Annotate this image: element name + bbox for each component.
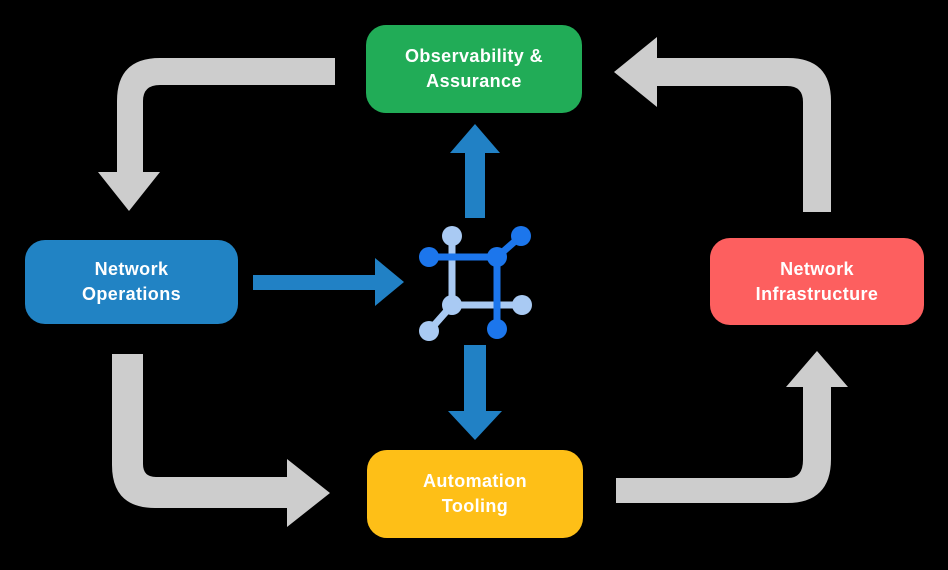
flow-arrow-platform-to-observability: [450, 124, 500, 218]
cycle-arrow-operations-to-automation: [112, 354, 330, 527]
flow-arrow-operations-to-platform: [253, 258, 404, 306]
node-label: Infrastructure: [755, 283, 879, 304]
node-label: Operations: [81, 284, 182, 304]
node-label: Automation: [423, 471, 527, 491]
node-label: Assurance: [426, 71, 522, 91]
node-observability-assurance: Observability & Assurance: [366, 25, 582, 113]
network-mesh-icon-light-nodes: [419, 226, 532, 341]
network-mesh-icon: [419, 226, 532, 341]
node-label: Network: [780, 258, 854, 279]
node-network-infrastructure: Network Infrastructure: [710, 238, 924, 325]
node-automation-tooling: Automation Tooling: [367, 450, 583, 538]
cycle-arrow-infrastructure-to-observability: [614, 37, 831, 212]
flow-arrow-platform-to-automation: [448, 345, 502, 440]
cycle-arrow-automation-to-infrastructure: [616, 351, 848, 503]
cycle-arrow-observability-to-operations: [98, 58, 335, 211]
network-mesh-icon-dark-nodes: [419, 226, 531, 339]
node-label: Network: [94, 259, 169, 279]
node-network-operations: Network Operations: [25, 240, 238, 324]
node-label: Observability &: [404, 46, 544, 66]
node-label: Tooling: [441, 496, 509, 516]
